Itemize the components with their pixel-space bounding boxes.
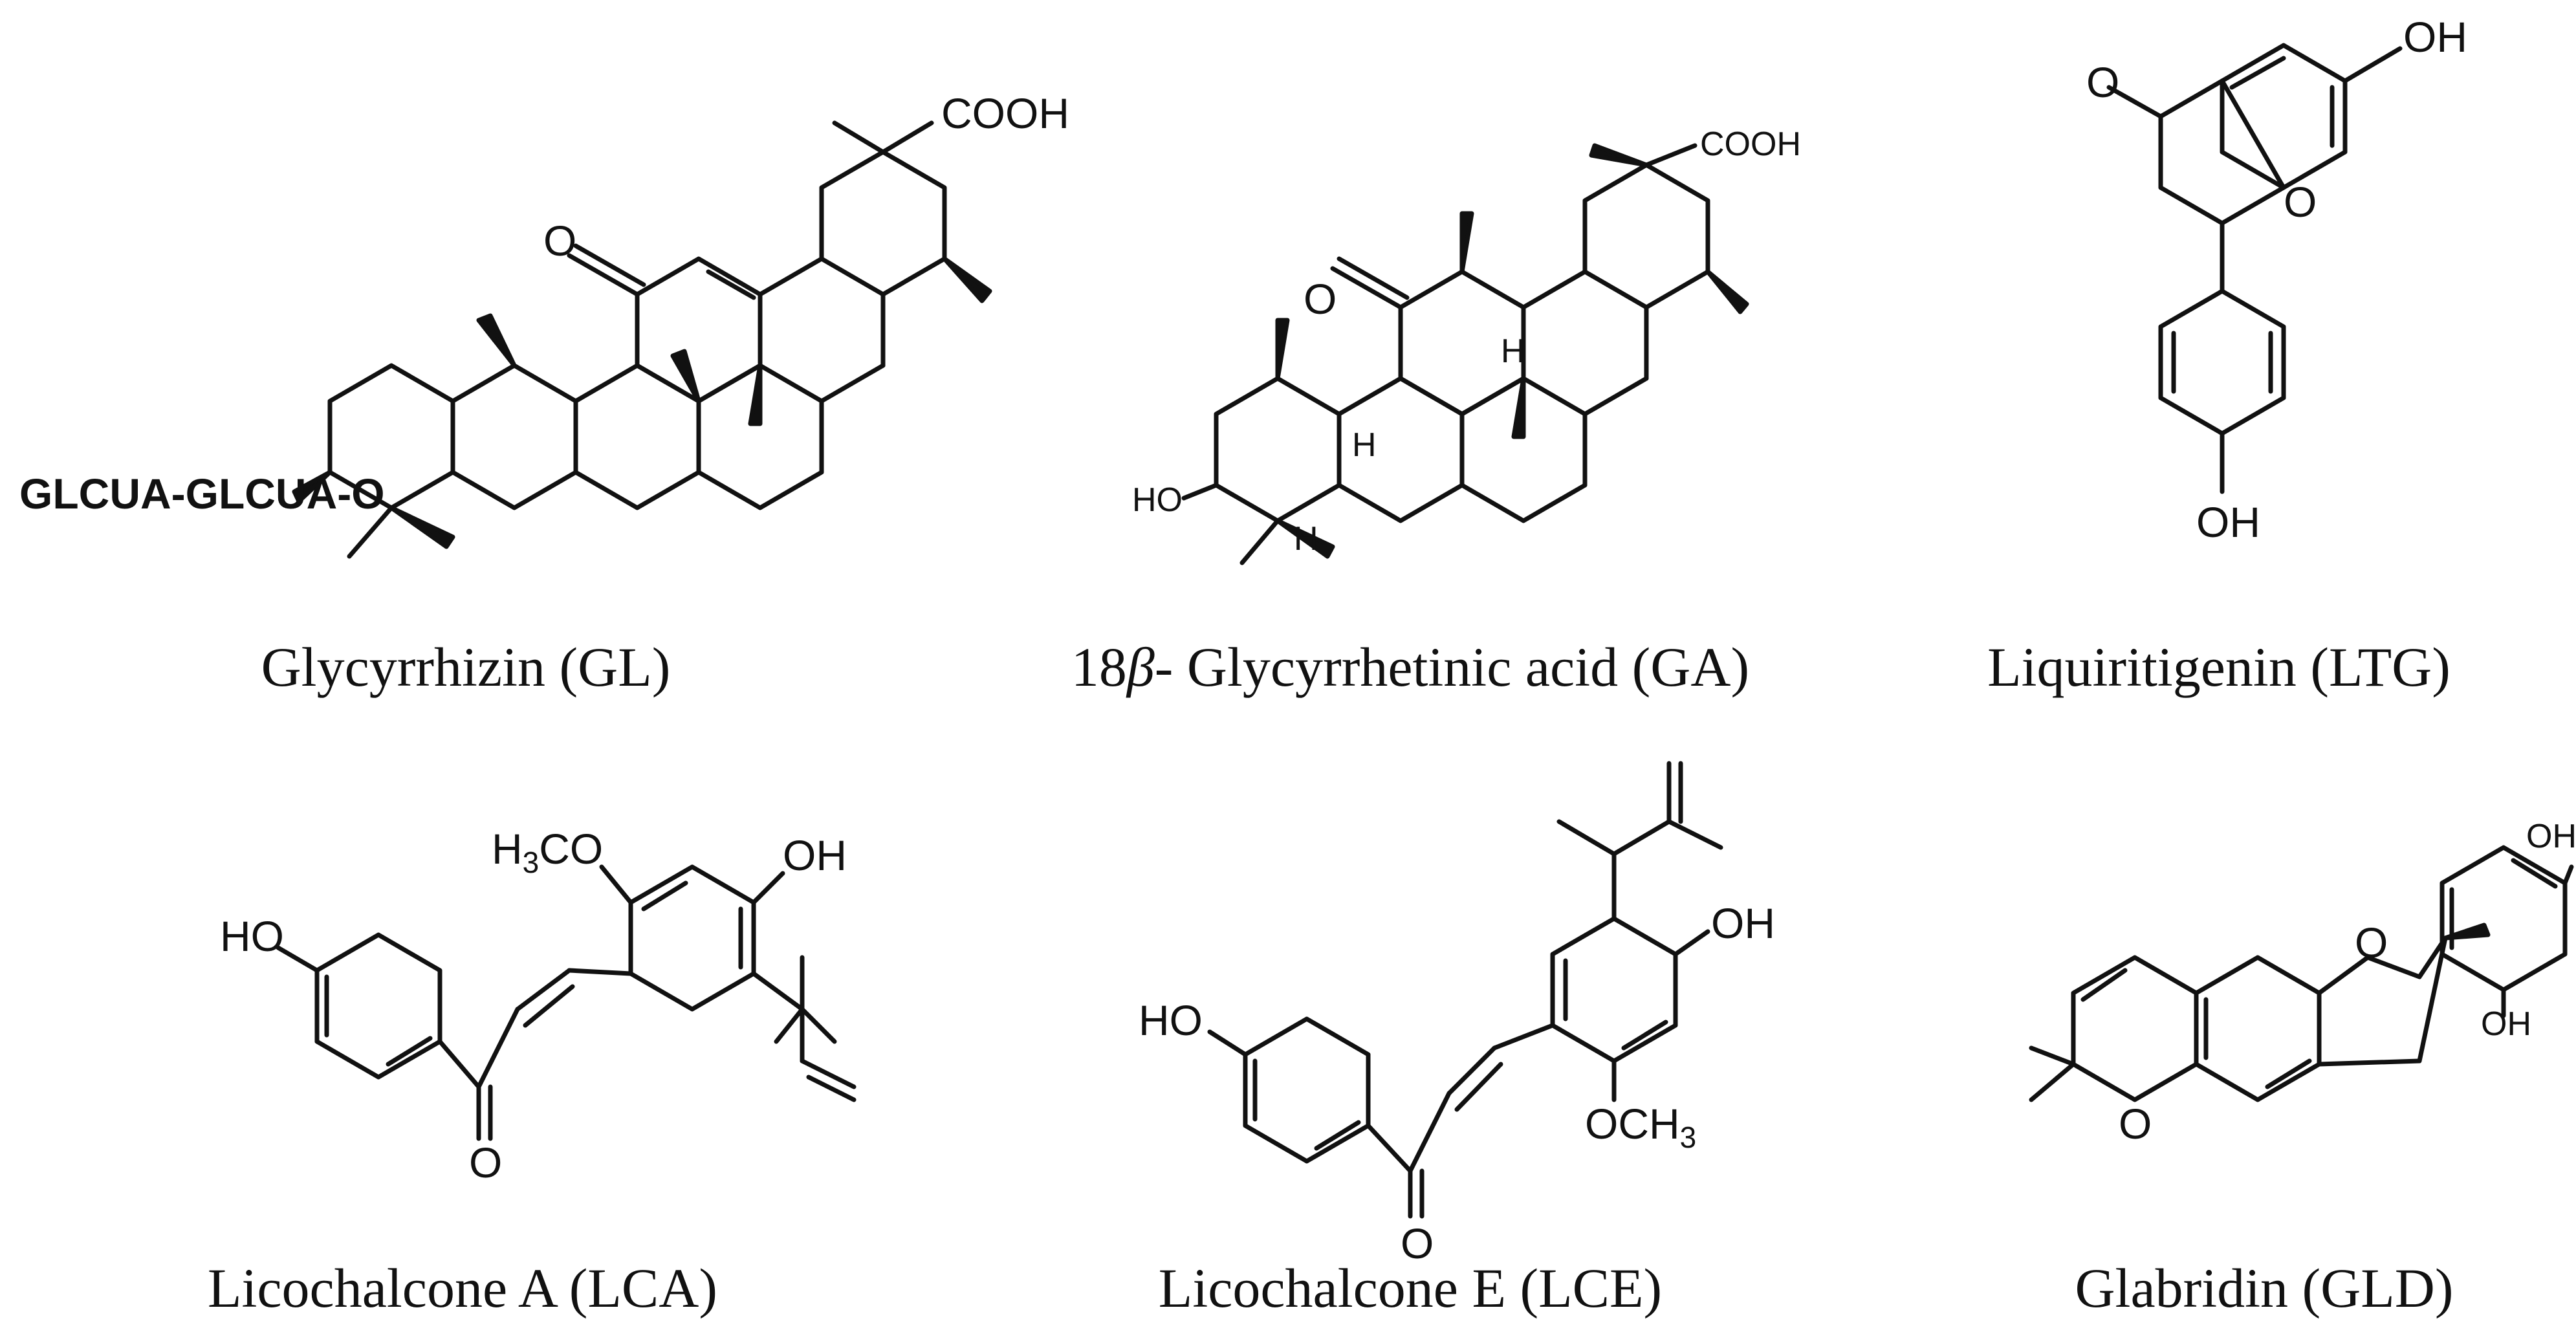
ga-caption: 18β- Glycyrrhetinic acid (GA) <box>1071 636 1749 698</box>
lce-caption: Licochalcone E (LCE) <box>1159 1257 1662 1319</box>
lce-ho-label: HO <box>1139 996 1203 1044</box>
gl-cooh-label: COOH <box>941 89 1069 137</box>
ga-h1-label: H <box>1352 426 1377 464</box>
lca-h3co-label: H3CO <box>492 825 603 879</box>
structure-liquiritigenin <box>2106 43 2403 494</box>
lca-caption: Licochalcone A (LCA) <box>208 1257 717 1319</box>
ga-h3-label: H <box>1294 520 1318 558</box>
gld-o-lower-label: O <box>2119 1100 2152 1148</box>
gl-oxo-label: O <box>543 217 576 265</box>
gld-caption: Glabridin (GLD) <box>2075 1257 2453 1319</box>
ga-cooh-label: COOH <box>1700 126 1801 163</box>
ga-h2-label: H <box>1501 333 1525 370</box>
structure-licochalcone-a <box>276 864 857 1141</box>
ga-oxo-label: O <box>1304 275 1337 323</box>
structure-glycyrrhetinic-acid <box>1181 143 1749 565</box>
structure-glycyrrhizin <box>292 120 992 559</box>
ga-ho-label: HO <box>1132 481 1183 519</box>
ltg-oxo-label: O <box>2086 58 2119 106</box>
ltg-caption: Liquiritigenin (LTG) <box>1987 636 2450 698</box>
lce-oh-label: OH <box>1711 899 1775 947</box>
structure-licochalcone-e <box>1207 761 1723 1219</box>
gld-oh-top-label: OH <box>2526 818 2576 855</box>
gld-o-upper-label: O <box>2355 919 2388 966</box>
lce-oxo-label: O <box>1401 1219 1434 1267</box>
ltg-ring-o-label: O <box>2284 178 2317 226</box>
gld-oh-mid-label: OH <box>2481 1005 2531 1043</box>
lca-oh-label: OH <box>783 831 847 879</box>
ltg-oh-bottom-label: OH <box>2196 498 2260 546</box>
lca-oxo-label: O <box>469 1139 502 1186</box>
lce-och3-label: OCH3 <box>1585 1100 1696 1154</box>
gl-sugar-label: GLCUA-GLCUA-O <box>19 470 385 518</box>
lca-ho-label: HO <box>220 912 284 960</box>
structure-glabridin <box>2029 845 2574 1102</box>
gl-caption: Glycyrrhizin (GL) <box>261 636 671 698</box>
ltg-oh-top-label: OH <box>2403 13 2467 61</box>
